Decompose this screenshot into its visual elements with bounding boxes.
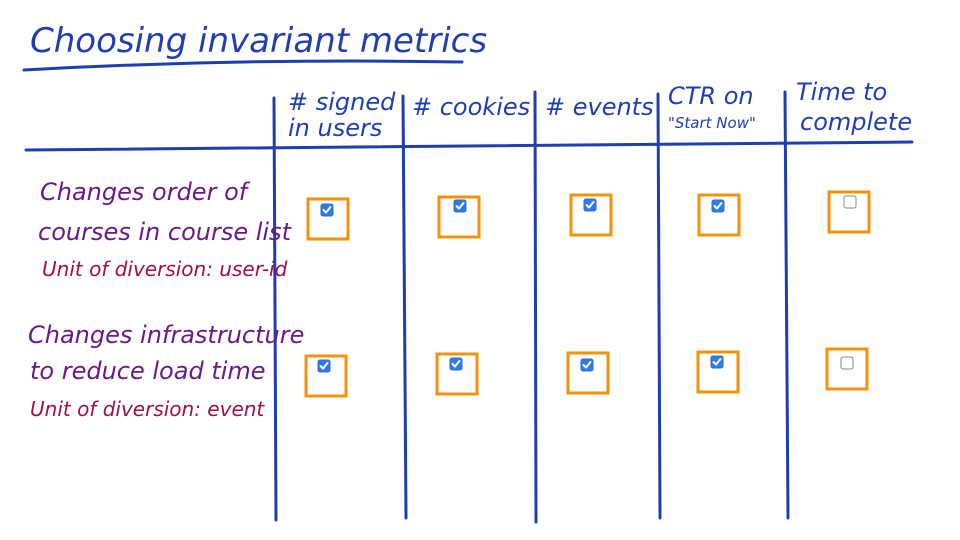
column-header-line: # signed [288, 88, 396, 116]
check-icon [451, 360, 461, 368]
column-header-cookies: # cookies [412, 93, 530, 121]
column-divider [401, 94, 408, 520]
metric-cell [569, 193, 613, 237]
metric-cell [697, 193, 741, 237]
title-underline [22, 59, 464, 72]
metric-cell [306, 197, 350, 241]
row-description-line: Changes infrastructure [28, 321, 304, 349]
column-header-ctr-start-now-sub: "Start Now" [668, 114, 756, 132]
check-icon [322, 206, 332, 214]
column-header-line: Time to [796, 78, 887, 106]
column-header-ctr-start-now: CTR on [668, 82, 754, 110]
column-divider [533, 90, 538, 524]
check-icon [713, 202, 723, 210]
check-icon [585, 201, 595, 209]
header-rule [24, 140, 914, 152]
column-divider [783, 90, 790, 520]
column-header-line: in users [288, 114, 382, 142]
column-header-events: # events [545, 93, 654, 121]
row-unit-1: Unit of diversion: user-id [42, 257, 288, 281]
row-description-line: Changes order of [40, 178, 251, 206]
metric-cell [825, 347, 869, 391]
metric-checkbox[interactable] [840, 356, 854, 370]
row-description-line: courses in course list [38, 218, 293, 246]
check-icon [712, 358, 722, 366]
metric-cell [696, 350, 740, 394]
column-divider [272, 96, 278, 522]
page-title: Choosing invariant metrics [30, 21, 487, 61]
row-description-2: Changes infrastructure to reduce load ti… [28, 321, 312, 385]
row-unit-2: Unit of diversion: event [30, 397, 265, 421]
metric-checkbox[interactable] [843, 195, 857, 209]
metric-cell [566, 351, 610, 395]
column-divider [656, 92, 662, 520]
check-icon [319, 362, 329, 370]
row-description-1: Changes order of courses in course list [38, 178, 293, 246]
metric-cell [437, 195, 481, 239]
column-header-line: complete [800, 108, 912, 136]
metric-cell [304, 354, 348, 398]
row-description-line: to reduce load time [30, 357, 266, 385]
column-header-signed-in-users: # signed in users [288, 88, 403, 142]
metric-cell [435, 352, 479, 396]
check-icon [455, 202, 465, 210]
check-icon [582, 361, 592, 369]
metric-cell [827, 190, 871, 234]
column-header-time-to-complete: Time to complete [796, 78, 912, 136]
